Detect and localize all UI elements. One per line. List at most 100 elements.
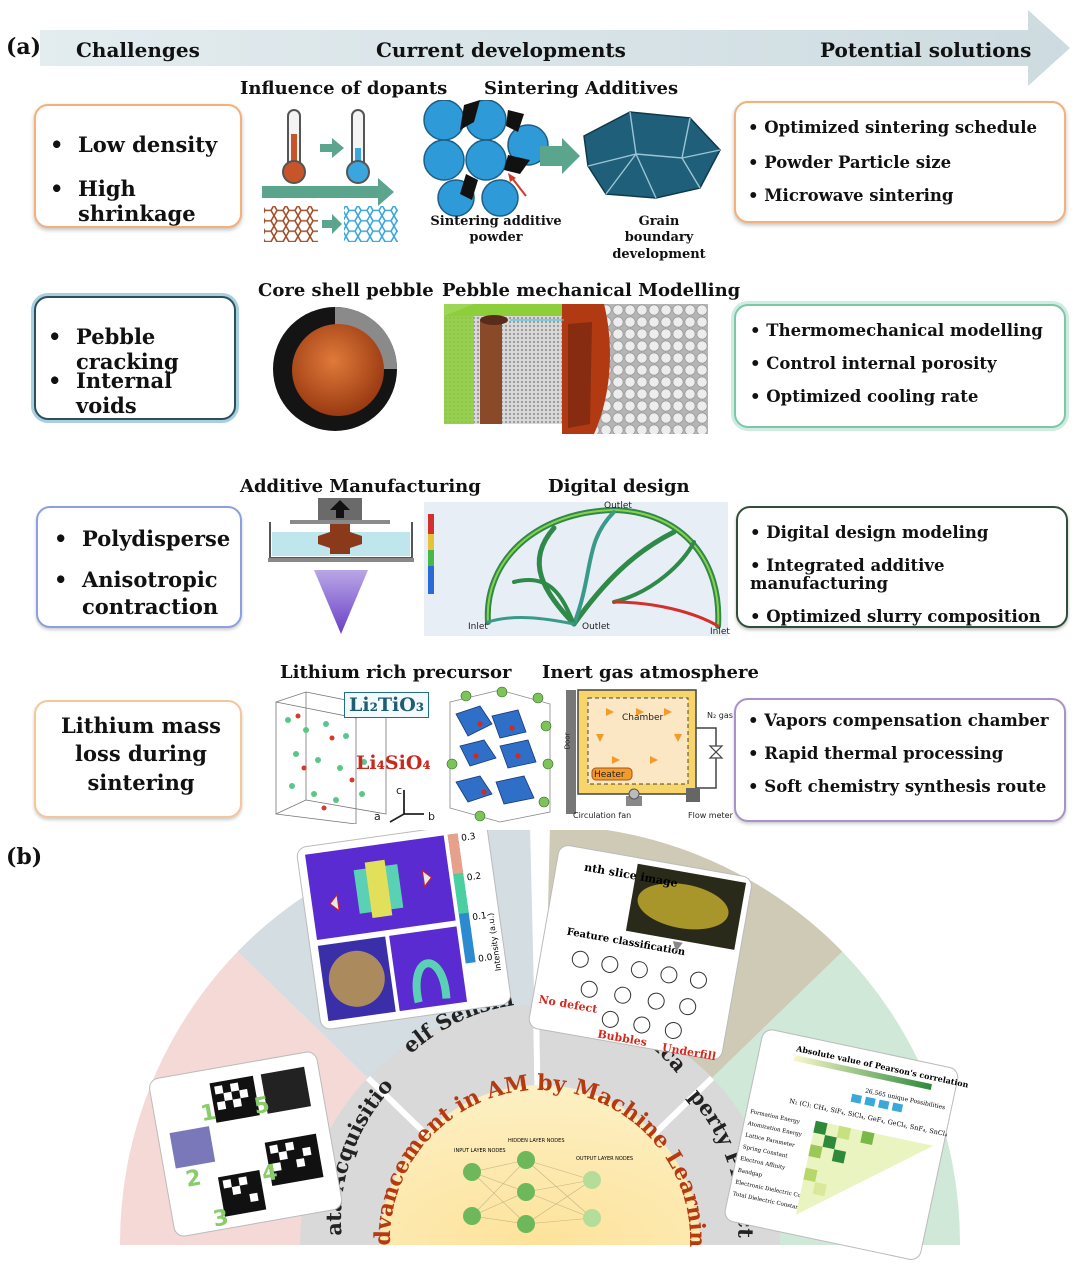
challenge-box-1: •Low density •High shrinkage (34, 104, 242, 228)
nn-label-hidden: HIDDEN LAYER NODES (508, 1138, 565, 1144)
challenge-item: Lithium mass loss during sintering (61, 713, 221, 795)
colorbar-tick: 0.1 (472, 911, 488, 923)
neural-network-illustration (463, 1151, 601, 1233)
pebble-model-illustration (444, 304, 708, 434)
additive-particle (506, 110, 524, 132)
arrow-icon (320, 138, 344, 158)
axis-label-a: a (374, 810, 381, 823)
caption-lithium-rich: Lithium rich precursor (280, 662, 512, 683)
dopant-illustration (262, 109, 394, 206)
colorbar-tick: 0.3 (461, 832, 477, 844)
data-acquisition-card: 1 2 3 4 5 (149, 1051, 343, 1237)
flow-meter-label: Flow meter (688, 811, 733, 820)
arrow-icon (322, 214, 342, 234)
challenge-item: •Polydisperse (54, 526, 231, 551)
solution-item: • Integrated additive manufacturing (750, 556, 945, 594)
solution-item: • Vapors compensation chamber (748, 711, 1049, 730)
progress-arrow (40, 10, 1070, 86)
challenge-box-2: •Pebble cracking •Internal voids (34, 296, 236, 420)
additive-manufacturing-illustration (268, 498, 414, 634)
n2-gas-label: N₂ gas (707, 711, 733, 720)
solution-item: • Soft chemistry synthesis route (748, 777, 1047, 797)
challenge-item: •Pebble cracking (48, 324, 179, 374)
inert-gas-chamber-illustration (566, 689, 724, 814)
li2tio3-crystal-illustration (446, 686, 554, 823)
caption-core-shell: Core shell pebble (258, 280, 434, 301)
challenge-box-3: •Polydisperse •Anisotropic contraction (36, 506, 242, 628)
step-number: 3 (211, 1205, 230, 1232)
cfd-label-outlet-top: Outlet (604, 501, 632, 511)
solution-item: • Optimized cooling rate (750, 387, 979, 407)
solution-item: • Optimized sintering schedule (748, 118, 1038, 137)
self-sensing-card: 0.3 0.2 0.1 0.0 Intensity (a.u.) (296, 830, 511, 1030)
solution-item: • Powder Particle size (748, 153, 952, 173)
step-number: 5 (252, 1092, 271, 1119)
cfd-label-outlet-bottom: Outlet (582, 622, 610, 632)
property-prediction-card: Absolute value of Pearson's correlation … (724, 1029, 970, 1260)
li4sio4-crystal-illustration (275, 691, 424, 824)
core-shell-pebble-illustration (273, 307, 397, 431)
step-number: 4 (260, 1160, 279, 1187)
nn-label-input: INPUT LAYER NODES (454, 1148, 506, 1154)
challenge-item: •Internal voids (48, 368, 173, 418)
powder-particle (507, 124, 549, 166)
caption-sintering-additives: Sintering Additives (484, 78, 679, 99)
digital-design-cfd-illustration (424, 502, 728, 636)
caption-inert-gas: Inert gas atmosphere (542, 662, 759, 683)
up-arrow-icon (330, 500, 350, 518)
challenge-item: •Low density (50, 132, 218, 157)
thermometer-hot-icon (282, 109, 306, 184)
additive-particle (460, 174, 478, 200)
door-label: Door (563, 732, 572, 750)
arrow-icon (540, 138, 580, 174)
panel-b-label: (b) (6, 844, 43, 870)
defect-identification-card: nth slice image Feature classification N… (528, 845, 752, 1063)
caption-influence-of-dopants: Influence of dopants (240, 78, 448, 99)
caption-sintering-additive-powder: Sintering additive powder (430, 214, 562, 246)
arrow-label-solutions: Potential solutions (820, 38, 1032, 62)
ml-fan-diagram: INPUT LAYER NODES HIDDEN LAYER NODES OUT… (0, 830, 970, 1260)
caption-digital-design: Digital design (548, 476, 690, 497)
caption-pebble-modelling: Pebble mechanical Modelling (442, 280, 741, 301)
solution-item: • Control internal porosity (750, 354, 997, 374)
step-number: 1 (199, 1100, 218, 1127)
colorbar-tick: 0.0 (478, 953, 494, 965)
velocity-colorbar (428, 514, 434, 594)
solution-item: • Digital design modeling (750, 523, 989, 542)
solution-box-2: • Thermomechanical modelling • Control i… (734, 304, 1066, 428)
solution-box-4: • Vapors compensation chamber • Rapid th… (734, 698, 1066, 822)
challenge-box-4: Lithium mass loss during sintering (34, 700, 242, 818)
panel-a-label: (a) (6, 34, 42, 60)
powder-particle (465, 139, 507, 181)
challenge-item: •High shrinkage (50, 176, 196, 226)
solution-item: • Optimized slurry composition (750, 607, 1041, 627)
additive-particle (504, 155, 530, 174)
formula-li2tio3: Li₂TiO₃ (344, 692, 430, 718)
caption-additive-manufacturing: Additive Manufacturing (240, 476, 481, 497)
thermometer-cold-icon (346, 109, 370, 184)
arrow-label-challenges: Challenges (76, 38, 200, 62)
additive-particle (460, 100, 480, 130)
arrow-label-current: Current developments (376, 38, 626, 62)
axis-label-b: b (428, 810, 435, 823)
powder-particle (423, 139, 465, 181)
caption-grain-boundary: Grain boundary development (612, 214, 706, 262)
challenge-item: •Anisotropic contraction (54, 567, 219, 620)
solution-item: • Microwave sintering (748, 186, 954, 206)
solution-box-3: • Digital design modeling • Integrated a… (736, 506, 1068, 628)
hex-lattice-brown (264, 206, 318, 242)
formula-li4sio4: Li₄SiO₄ (356, 752, 431, 774)
property-row-label: Bandgap (737, 1168, 763, 1179)
solution-item: • Rapid thermal processing (748, 744, 1004, 764)
solution-box-1: • Optimized sintering schedule • Powder … (734, 101, 1066, 223)
long-arrow-icon (262, 178, 394, 206)
pointer-arrow (511, 177, 527, 197)
powder-particle (423, 100, 465, 141)
powder-particle (481, 179, 519, 217)
chamber-label: Chamber (622, 713, 664, 723)
sintering-additives-illustration (423, 100, 721, 217)
lattice-illustration (264, 206, 398, 242)
cfd-label-inlet-left: Inlet (468, 622, 488, 632)
solution-item: • Thermomechanical modelling (750, 321, 1043, 340)
axis-label-c: c (396, 784, 403, 797)
